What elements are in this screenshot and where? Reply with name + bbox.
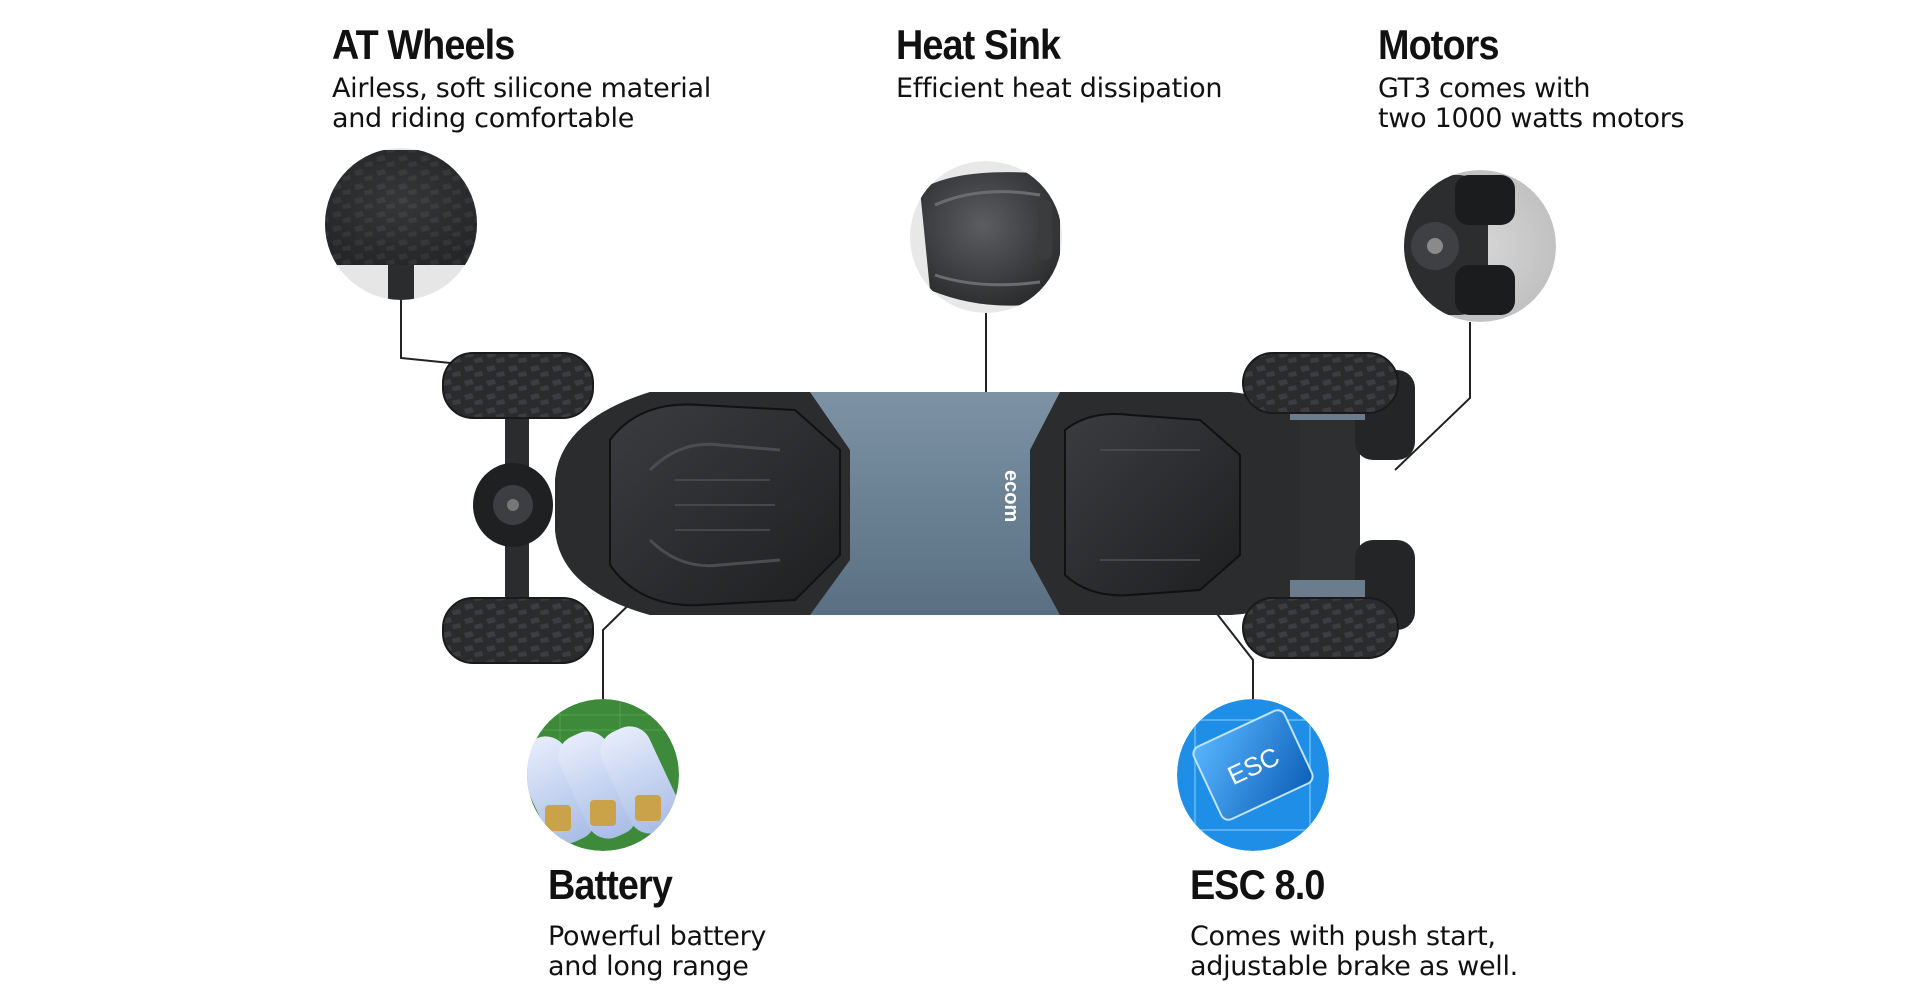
rear-truck (473, 380, 553, 628)
battery-cells (527, 726, 679, 844)
feature-description-line: adjustable brake as well. (1190, 951, 1518, 983)
front-wheels (1242, 352, 1399, 659)
feature-motors: Motors GT3 comes with two 1000 watts mot… (1378, 21, 1685, 135)
deck: ecom (555, 392, 1350, 615)
esc-chip: ESC (1192, 709, 1314, 821)
feature-title: Motors (1378, 21, 1500, 68)
feature-heat-sink: Heat Sink Efficient heat dissipation (896, 21, 1223, 105)
feature-description-line: two 1000 watts motors (1378, 103, 1685, 135)
feature-esc: ESC 8.0 Comes with push start, adjustabl… (1190, 861, 1518, 983)
feature-description: Comes with push start, adjustable brake … (1190, 921, 1518, 983)
feature-description-line: GT3 comes with (1378, 73, 1591, 105)
feature-description: GT3 comes with two 1000 watts motors (1378, 73, 1685, 135)
feature-description-line: Powerful battery (548, 921, 767, 953)
feature-description-line: and riding comfortable (332, 103, 635, 135)
feature-description-line: Efficient heat dissipation (896, 73, 1223, 105)
feature-description: Efficient heat dissipation (896, 73, 1223, 105)
battery-detail-circle (527, 699, 679, 851)
feature-title: AT Wheels (332, 21, 515, 68)
feature-title: Battery (548, 861, 673, 908)
heat-sink-detail-circle (910, 161, 1062, 313)
feature-description-line: Comes with push start, (1190, 921, 1496, 953)
feature-title: Heat Sink (896, 21, 1061, 68)
motor-detail-circle (1404, 170, 1556, 322)
feature-description-line: and long range (548, 951, 749, 983)
feature-description: Powerful battery and long range (548, 921, 767, 983)
feature-at-wheels: AT Wheels Airless, soft silicone materia… (332, 21, 711, 135)
feature-description-line: Airless, soft silicone material (332, 73, 711, 105)
at-wheel-detail-circle (325, 148, 477, 300)
feature-battery: Battery Powerful battery and long range (548, 861, 767, 983)
feature-description: Airless, soft silicone material and ridi… (332, 73, 711, 135)
leader-line-motors (1394, 322, 1471, 471)
feature-title: ESC 8.0 (1190, 861, 1325, 908)
esc-detail-circle: ESC (1177, 699, 1329, 851)
rear-left-wheel (442, 352, 594, 664)
deck-brand-logo: ecom (1000, 470, 1022, 522)
esc-cover (1064, 413, 1241, 597)
